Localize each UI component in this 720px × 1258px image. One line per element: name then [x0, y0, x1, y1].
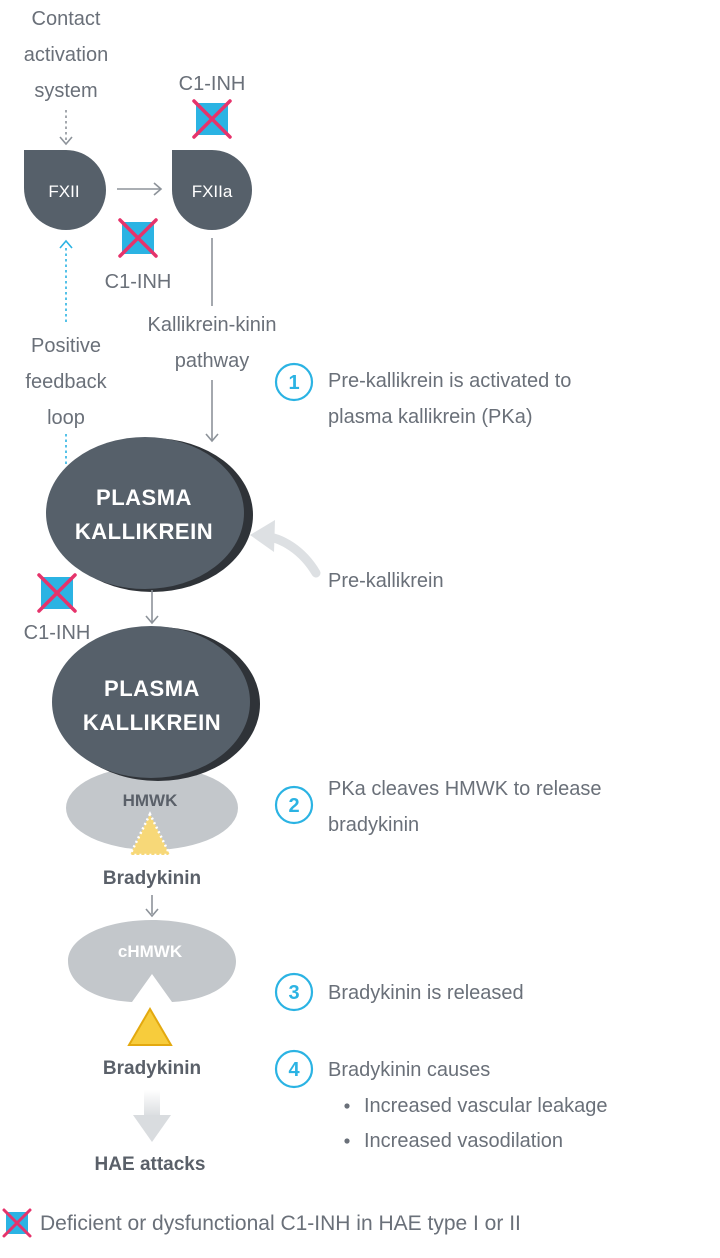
fxiia-label: FXIIa	[192, 182, 233, 201]
svg-text:1: 1	[288, 372, 299, 394]
svg-text:3: 3	[288, 982, 299, 1004]
bullet-icon	[344, 1103, 350, 1109]
step-4: 4 Bradykinin causes Increased vascular l…	[274, 1049, 607, 1152]
svg-text:4: 4	[288, 1059, 300, 1081]
legend-label: Deficient or dysfunctional C1-INH in HAE…	[40, 1212, 521, 1235]
svg-text:PLASMA: PLASMA	[104, 676, 200, 701]
svg-text:2: 2	[288, 795, 299, 817]
bullet-icon	[344, 1138, 350, 1144]
fxiia-node: FXIIa	[172, 150, 252, 230]
svg-text:Positive: Positive	[31, 335, 101, 357]
bradykinin-bound-label: Bradykinin	[103, 868, 201, 889]
step-3: 3 Bradykinin is released	[274, 972, 524, 1012]
kallikrein-activation-arrow	[145, 590, 159, 625]
step-1: 1 Pre-kallikrein is activated to plasma …	[274, 362, 571, 428]
svg-text:PLASMA: PLASMA	[96, 485, 192, 510]
c1inh-deficient-icon	[118, 218, 158, 258]
bradykinin-triangle-icon	[127, 1007, 173, 1046]
hae-attacks-label: HAE attacks	[95, 1154, 206, 1175]
kallikrein-kinin-pathway-label: Kallikrein-kinin pathway	[148, 314, 277, 372]
pathway-to-kallikrein-arrow	[205, 380, 219, 443]
bradykinin-released-label: Bradykinin	[103, 1058, 201, 1079]
svg-text:PKa cleaves HMWK to release: PKa cleaves HMWK to release	[328, 778, 601, 800]
svg-text:system: system	[34, 80, 97, 102]
positive-feedback-label: Positive feedback loop	[25, 335, 107, 429]
svg-text:activation: activation	[24, 44, 109, 66]
plasma-kallikrein-node: PLASMA KALLIKREIN	[46, 437, 253, 592]
svg-text:feedback: feedback	[25, 371, 107, 393]
legend: Deficient or dysfunctional C1-INH in HAE…	[2, 1208, 521, 1238]
step-number-badge	[274, 972, 314, 1012]
step-2: 2 PKa cleaves HMWK to release bradykinin	[274, 778, 601, 836]
contact-to-fxii-arrow	[59, 110, 73, 146]
positive-feedback-arrow	[59, 239, 73, 466]
c1inh-deficient-icon	[192, 99, 232, 139]
svg-text:Increased vasodilation: Increased vasodilation	[364, 1130, 563, 1152]
c1inh-deficient-icon	[37, 573, 77, 613]
step-number-badge	[274, 362, 314, 402]
step-number-badge	[274, 785, 314, 825]
step-number-badge	[274, 1049, 314, 1089]
svg-text:loop: loop	[47, 407, 85, 429]
svg-text:KALLIKREIN: KALLIKREIN	[83, 710, 221, 735]
svg-text:pathway: pathway	[175, 350, 250, 372]
svg-text:Increased vascular leakage: Increased vascular leakage	[364, 1095, 607, 1117]
pre-kallikrein-arrow	[250, 520, 321, 578]
svg-text:Pre-kallikrein is activated to: Pre-kallikrein is activated to	[328, 370, 571, 392]
svg-text:HMWK: HMWK	[123, 791, 178, 810]
svg-text:Kallikrein-kinin: Kallikrein-kinin	[148, 314, 277, 336]
svg-text:cHMWK: cHMWK	[118, 942, 183, 961]
svg-text:Bradykinin causes: Bradykinin causes	[328, 1059, 490, 1081]
svg-text:Contact: Contact	[32, 8, 101, 30]
fxii-node: FXII	[24, 150, 106, 230]
svg-text:KALLIKREIN: KALLIKREIN	[75, 519, 213, 544]
c1inh-mid-label: C1-INH	[105, 271, 172, 293]
contact-activation-label: Contact activation system	[24, 8, 109, 102]
c1inh-top-label: C1-INH	[179, 73, 246, 95]
svg-text:plasma kallikrein (PKa): plasma kallikrein (PKa)	[328, 406, 533, 428]
hae-arrow-icon	[133, 1090, 171, 1142]
fxii-to-fxiia-arrow	[117, 182, 163, 196]
pre-kallikrein-label: Pre-kallikrein	[328, 570, 444, 592]
svg-text:bradykinin: bradykinin	[328, 814, 419, 836]
fxii-label: FXII	[48, 182, 79, 201]
c1inh-low-label: C1-INH	[24, 622, 91, 644]
chmwk-node: cHMWK	[68, 920, 236, 1002]
svg-text:Bradykinin is released: Bradykinin is released	[328, 982, 524, 1004]
plasma-kallikrein-active-node: PLASMA KALLIKREIN	[52, 626, 260, 781]
hmwk-node: HMWK	[66, 766, 238, 857]
bradykinin-to-chmwk-arrow	[145, 895, 159, 918]
